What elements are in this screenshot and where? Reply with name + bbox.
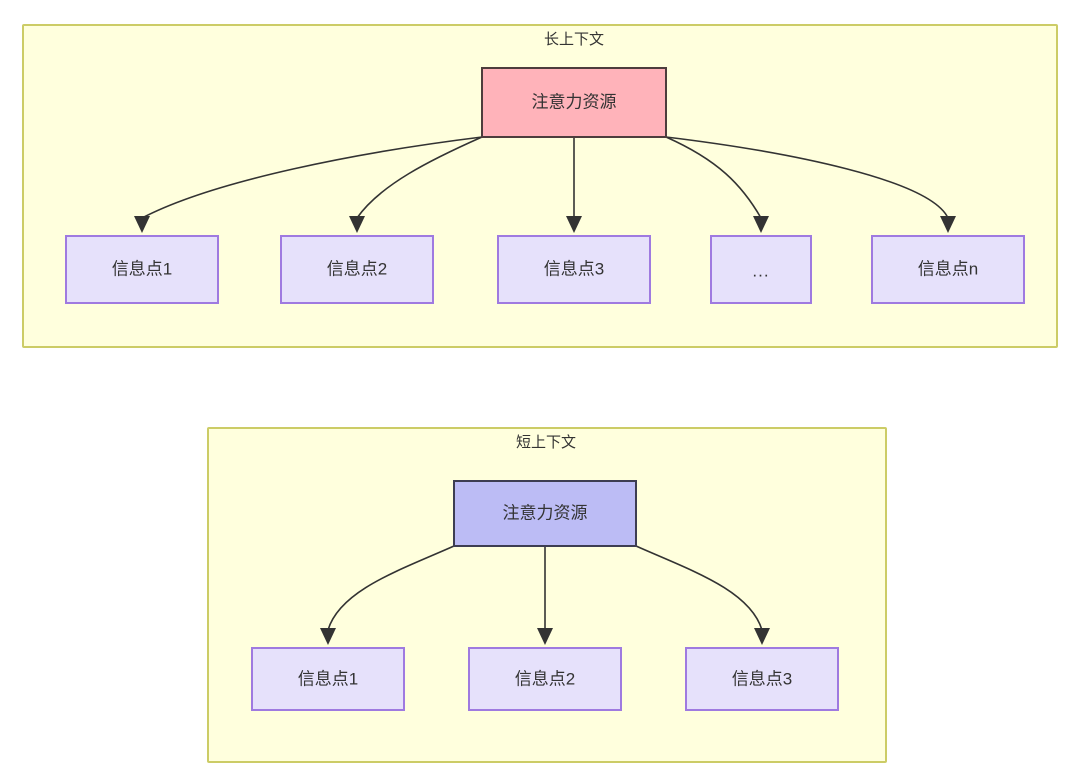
node-info-2-short[interactable]: 信息点2	[468, 647, 622, 711]
arrow-head-short-info-1	[320, 628, 336, 645]
edge-attention-short-to-info-1	[327, 545, 455, 631]
node-info-1-long[interactable]: 信息点1	[65, 235, 219, 304]
node-info-2-long[interactable]: 信息点2	[280, 235, 434, 304]
node-attention-resource-long[interactable]: 注意力资源	[481, 67, 667, 138]
edge-attention-to-info-2	[356, 136, 483, 219]
node-info-n-long[interactable]: 信息点n	[871, 235, 1025, 304]
node-info-ellipsis-long-label: ...	[752, 261, 769, 280]
node-info-2-long-rect[interactable]	[280, 235, 434, 304]
node-info-2-long-label: 信息点2	[327, 259, 387, 278]
node-info-1-short-rect[interactable]	[251, 647, 405, 711]
arrow-head-info-3	[566, 216, 582, 233]
node-info-3-short[interactable]: 信息点3	[685, 647, 839, 711]
node-info-n-long-rect[interactable]	[871, 235, 1025, 304]
node-info-3-long[interactable]: 信息点3	[497, 235, 651, 304]
node-attention-resource-long-label: 注意力资源	[532, 92, 617, 111]
node-info-2-short-rect[interactable]	[468, 647, 622, 711]
node-info-1-short[interactable]: 信息点1	[251, 647, 405, 711]
edge-attention-to-info-ellipsis	[665, 136, 762, 219]
node-info-3-short-label: 信息点3	[732, 669, 792, 688]
arrow-head-short-info-2	[537, 628, 553, 645]
panel-long-context-title: 长上下文	[544, 31, 604, 48]
arrow-head-info-n	[940, 216, 956, 233]
node-attention-resource-short[interactable]: 注意力资源	[453, 480, 637, 547]
node-info-1-long-rect[interactable]	[65, 235, 219, 304]
node-info-1-long-label: 信息点1	[112, 259, 172, 278]
node-info-2-short-label: 信息点2	[515, 669, 575, 688]
panel-short-context-title: 短上下文	[516, 434, 576, 451]
node-info-ellipsis-long[interactable]: ...	[710, 235, 812, 304]
arrow-head-info-1	[134, 216, 150, 233]
node-info-ellipsis-long-rect[interactable]	[710, 235, 812, 304]
node-info-1-short-label: 信息点1	[298, 669, 358, 688]
edge-attention-short-to-info-3	[635, 545, 763, 631]
node-attention-resource-short-label: 注意力资源	[503, 503, 588, 522]
arrow-head-info-2	[349, 216, 365, 233]
node-attention-resource-long-rect[interactable]	[481, 67, 667, 138]
node-attention-resource-short-rect[interactable]	[453, 480, 637, 547]
arrow-head-info-ellipsis	[753, 216, 769, 233]
node-info-3-long-label: 信息点3	[544, 259, 604, 278]
panel-short-context: 短上下文 注意力资源 信息点1	[207, 427, 887, 763]
node-info-n-long-label: 信息点n	[918, 259, 978, 278]
panel-long-context: 长上下文 注意力资源	[22, 24, 1058, 348]
panel-short-context-edges	[320, 545, 770, 645]
edge-attention-to-info-1	[141, 136, 483, 219]
node-info-3-short-rect[interactable]	[685, 647, 839, 711]
arrow-head-short-info-3	[754, 628, 770, 645]
node-info-3-long-rect[interactable]	[497, 235, 651, 304]
panel-short-context-frame	[207, 427, 887, 763]
panel-long-context-edges	[134, 136, 956, 233]
edge-attention-to-info-n	[665, 136, 949, 219]
